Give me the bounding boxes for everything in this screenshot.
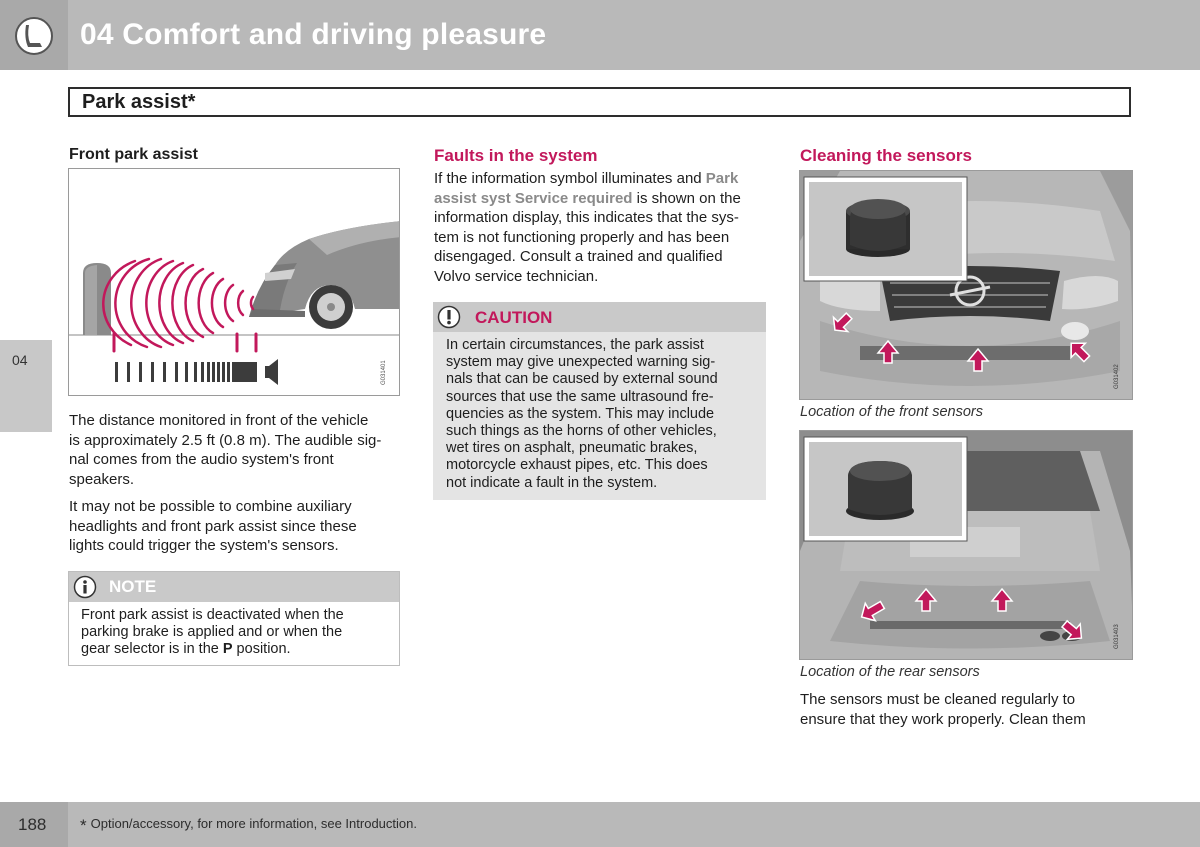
text-line: wet tires on asphalt, pneumatic brakes, [446, 440, 698, 457]
text-line: headlights and front park assist since t… [69, 517, 357, 535]
text-line: quencies as the system. This may include [446, 405, 715, 422]
faults-heading: Faults in the system [434, 146, 598, 165]
text-span: position. [232, 641, 291, 658]
chapter-side-tab-label: 04 [12, 352, 28, 368]
text-line: Volvo service technician. [434, 267, 599, 285]
gear-position-letter: P [222, 641, 233, 658]
note-text: Front park assist is deactivated when th… [81, 607, 344, 659]
note-box-header [69, 572, 399, 602]
text-line: speakers. [69, 470, 135, 488]
seat-icon [15, 17, 53, 55]
caution-title: CAUTION [475, 308, 553, 327]
text-line: parking brake is applied and or when the [81, 624, 343, 641]
distance-paragraph: The distance monitored in front of the v… [69, 411, 381, 489]
cleaning-paragraph: The sensors must be cleaned regularly to… [800, 690, 1086, 729]
text-span: gear selector is in the [81, 641, 223, 658]
caution-box: CAUTION In certain circumstances, the pa… [433, 302, 766, 500]
text-line: nals that can be caused by external soun… [446, 371, 718, 388]
front-sensors-figure-code: G031402 [1114, 364, 1120, 389]
text-line: assist syst Service required is shown on… [434, 189, 741, 209]
note-box: NOTE Front park assist is deactivated wh… [68, 571, 400, 666]
text-line: not indicate a fault in the system. [446, 474, 658, 491]
front-sensors-figure: G031402 [799, 170, 1133, 400]
section-title: Park assist* [82, 91, 196, 113]
text-line: information display, this indicates that… [434, 209, 739, 226]
front-park-assist-illustration [69, 221, 399, 395]
info-icon [73, 575, 97, 599]
display-message-text: Park [705, 170, 739, 187]
text-line: lights could trigger the system's sensor… [69, 537, 339, 554]
header-bar [0, 0, 1200, 70]
text-line: disengaged. Consult a trained and qualif… [434, 248, 723, 265]
text-line: It may not be possible to combine auxili… [69, 498, 352, 515]
footnote-star: * [80, 816, 87, 835]
text-line: such things as the horns of other vehicl… [446, 423, 717, 440]
front-park-assist-figure-code: G031401 [381, 360, 387, 385]
footer-bar [0, 802, 1200, 847]
text-line: is approximately 2.5 ft (0.8 m). The aud… [69, 431, 382, 449]
caution-box-header [433, 302, 766, 332]
text-span: is shown on the [632, 189, 741, 207]
text-line: system may give unexpected warning sig- [446, 354, 716, 371]
front-sensors-illustration [800, 171, 1132, 399]
caution-text: In certain circumstances, the park assis… [446, 337, 718, 492]
display-message-text: assist syst Service required [434, 189, 633, 207]
cleaning-heading: Cleaning the sensors [800, 146, 972, 165]
text-line: sources that use the same ultrasound fre… [446, 388, 714, 405]
text-line: If the information symbol illuminates an… [434, 169, 741, 189]
front-park-assist-heading: Front park assist [69, 146, 198, 163]
chapter-side-tab [0, 340, 52, 432]
faults-paragraph: If the information symbol illuminates an… [434, 169, 741, 286]
rear-sensors-figure-code: G031403 [1114, 624, 1120, 649]
text-line: gear selector is in the P position. [81, 641, 344, 658]
page-number: 188 [18, 815, 47, 834]
note-title: NOTE [109, 577, 157, 596]
footnote: *Option/accessory, for more information,… [80, 816, 417, 836]
text-span: If the information symbol illuminates an… [434, 170, 706, 187]
rear-sensors-figure: G031403 [799, 430, 1133, 660]
rear-sensors-caption: Location of the rear sensors [800, 664, 980, 680]
section-bar [68, 87, 1131, 117]
text-line: Front park assist is deactivated when th… [81, 607, 344, 623]
chapter-title: 04 Comfort and driving pleasure [80, 18, 547, 51]
text-line: In certain circumstances, the park assis… [446, 337, 704, 353]
front-park-assist-figure: G031401 [68, 168, 400, 396]
text-line: The sensors must be cleaned regularly to [800, 691, 1076, 708]
rear-sensors-illustration [800, 431, 1132, 659]
warning-icon [437, 305, 461, 329]
footnote-text: Option/accessory, for more information, … [90, 816, 417, 831]
footer-left-block [0, 802, 68, 847]
headlights-paragraph: It may not be possible to combine auxili… [69, 497, 357, 556]
text-line: motorcycle exhaust pipes, etc. This does [446, 457, 708, 474]
text-line: The distance monitored in front of the v… [69, 412, 369, 429]
text-line: nal comes from the audio system's front [69, 451, 334, 468]
front-sensors-caption: Location of the front sensors [800, 404, 983, 420]
text-line: tem is not functioning properly and has … [434, 228, 730, 246]
text-line: ensure that they work properly. Clean th… [800, 710, 1086, 728]
